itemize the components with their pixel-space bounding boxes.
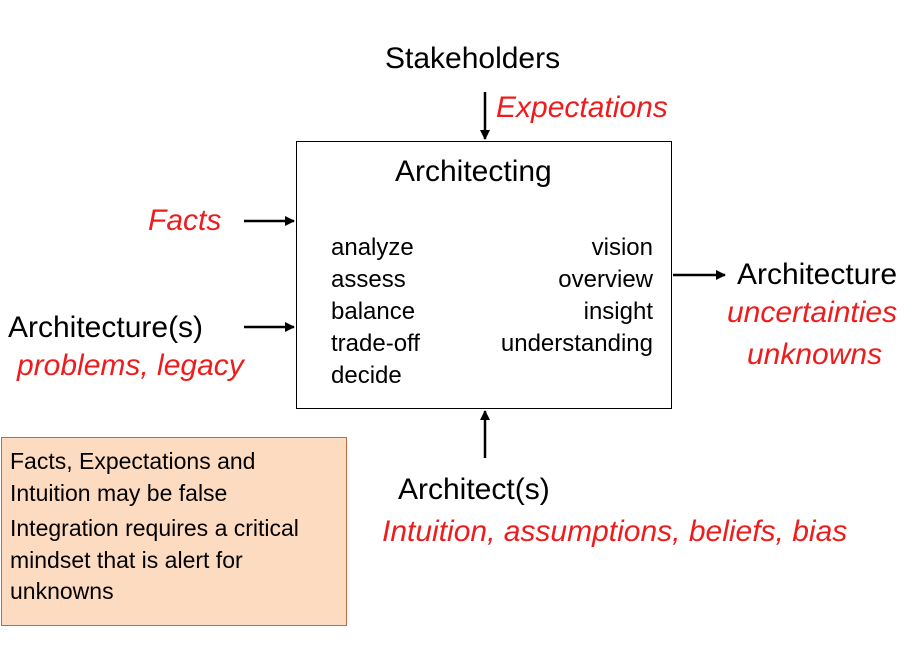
result-item: vision: [591, 234, 653, 261]
input-architectures-label: Architecture(s): [8, 311, 204, 344]
architects-beliefs-note: Intuition, assumptions, beliefs, bias: [382, 515, 848, 548]
callout-paragraph: Integration requires a critical mindset …: [10, 515, 299, 604]
activity-list: analyze assess balance trade-off decide: [331, 232, 420, 392]
result-item: insight: [583, 298, 653, 325]
activity-item: balance: [331, 298, 416, 325]
activity-item: decide: [331, 362, 402, 389]
unknowns-note: unknowns: [747, 338, 883, 371]
stakeholders-label: Stakeholders: [385, 42, 561, 75]
result-item: overview: [558, 266, 653, 293]
uncertainties-note: uncertainties: [727, 296, 898, 329]
facts-note: Facts: [148, 204, 222, 237]
architects-label: Architect(s): [398, 473, 550, 506]
callout-note-box: Facts, Expectations and Intuition may be…: [1, 437, 347, 626]
activity-item: trade-off: [331, 330, 420, 357]
process-title: Architecting: [395, 155, 552, 188]
architecting-process-box: Architecting analyze assess balance trad…: [296, 141, 672, 409]
result-item: understanding: [500, 330, 653, 357]
activity-item: analyze: [331, 234, 414, 261]
activity-item: assess: [331, 266, 406, 293]
expectations-note: Expectations: [496, 91, 668, 124]
result-list: vision overview insight understanding: [501, 232, 653, 360]
problems-legacy-note: problems, legacy: [17, 349, 244, 382]
output-architecture-label: Architecture: [737, 258, 898, 291]
callout-paragraph: Facts, Expectations and Intuition may be…: [10, 448, 256, 506]
